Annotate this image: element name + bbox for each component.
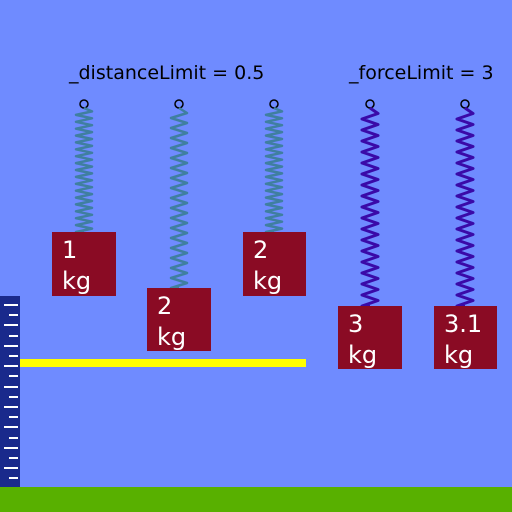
- distance-limit-line: [20, 359, 306, 367]
- ruler-tick: [4, 426, 18, 429]
- ruler-tick: [4, 385, 18, 388]
- ruler-tick: [9, 355, 18, 357]
- ruler-tick: [4, 304, 18, 306]
- height-ruler: [0, 296, 20, 487]
- ground: [0, 487, 512, 512]
- ruler-tick: [9, 395, 18, 398]
- mass-unit: kg: [253, 267, 283, 295]
- ruler-tick: [9, 477, 18, 480]
- ruler-tick: [9, 457, 18, 459]
- mass-value: 2: [157, 292, 173, 320]
- spring-anchor-icon: [79, 99, 89, 109]
- ruler-tick: [9, 375, 18, 378]
- mass-unit: kg: [62, 267, 92, 295]
- ruler-tick: [4, 446, 18, 449]
- distance-limit-label: _distanceLimit = 0.5: [69, 62, 265, 84]
- spring-anchor-icon: [365, 99, 375, 109]
- ruler-tick: [4, 406, 18, 408]
- mass-value: 1: [62, 236, 78, 264]
- mass-block-5[interactable]: 3.1 kg: [434, 306, 497, 369]
- mass-unit: kg: [348, 341, 378, 369]
- mass-unit: kg: [444, 341, 474, 369]
- ruler-tick: [9, 334, 18, 337]
- ruler-tick: [9, 436, 18, 439]
- spring-2: [169, 106, 189, 290]
- mass-unit: kg: [157, 323, 187, 351]
- ruler-tick: [4, 344, 18, 347]
- mass-block-1[interactable]: 1 kg: [52, 232, 116, 296]
- spring-5: [455, 106, 475, 308]
- force-limit-label: _forceLimit = 3: [349, 62, 494, 84]
- mass-value: 2: [253, 236, 269, 264]
- ruler-tick: [9, 416, 18, 419]
- spring-anchor-icon: [174, 99, 184, 109]
- spring-anchor-icon: [269, 99, 279, 109]
- spring-4: [360, 106, 380, 308]
- spring-1: [74, 106, 94, 234]
- spring-anchor-icon: [460, 99, 470, 109]
- mass-value: 3: [348, 310, 364, 338]
- spring-3: [264, 106, 284, 234]
- mass-block-2[interactable]: 2 kg: [147, 288, 211, 351]
- mass-value: 3.1: [444, 310, 483, 338]
- ruler-tick: [9, 314, 18, 317]
- ruler-tick: [4, 324, 18, 327]
- ruler-tick: [4, 365, 18, 368]
- mass-block-3[interactable]: 2 kg: [243, 232, 306, 296]
- ruler-tick: [4, 467, 18, 470]
- mass-block-4[interactable]: 3 kg: [338, 306, 402, 369]
